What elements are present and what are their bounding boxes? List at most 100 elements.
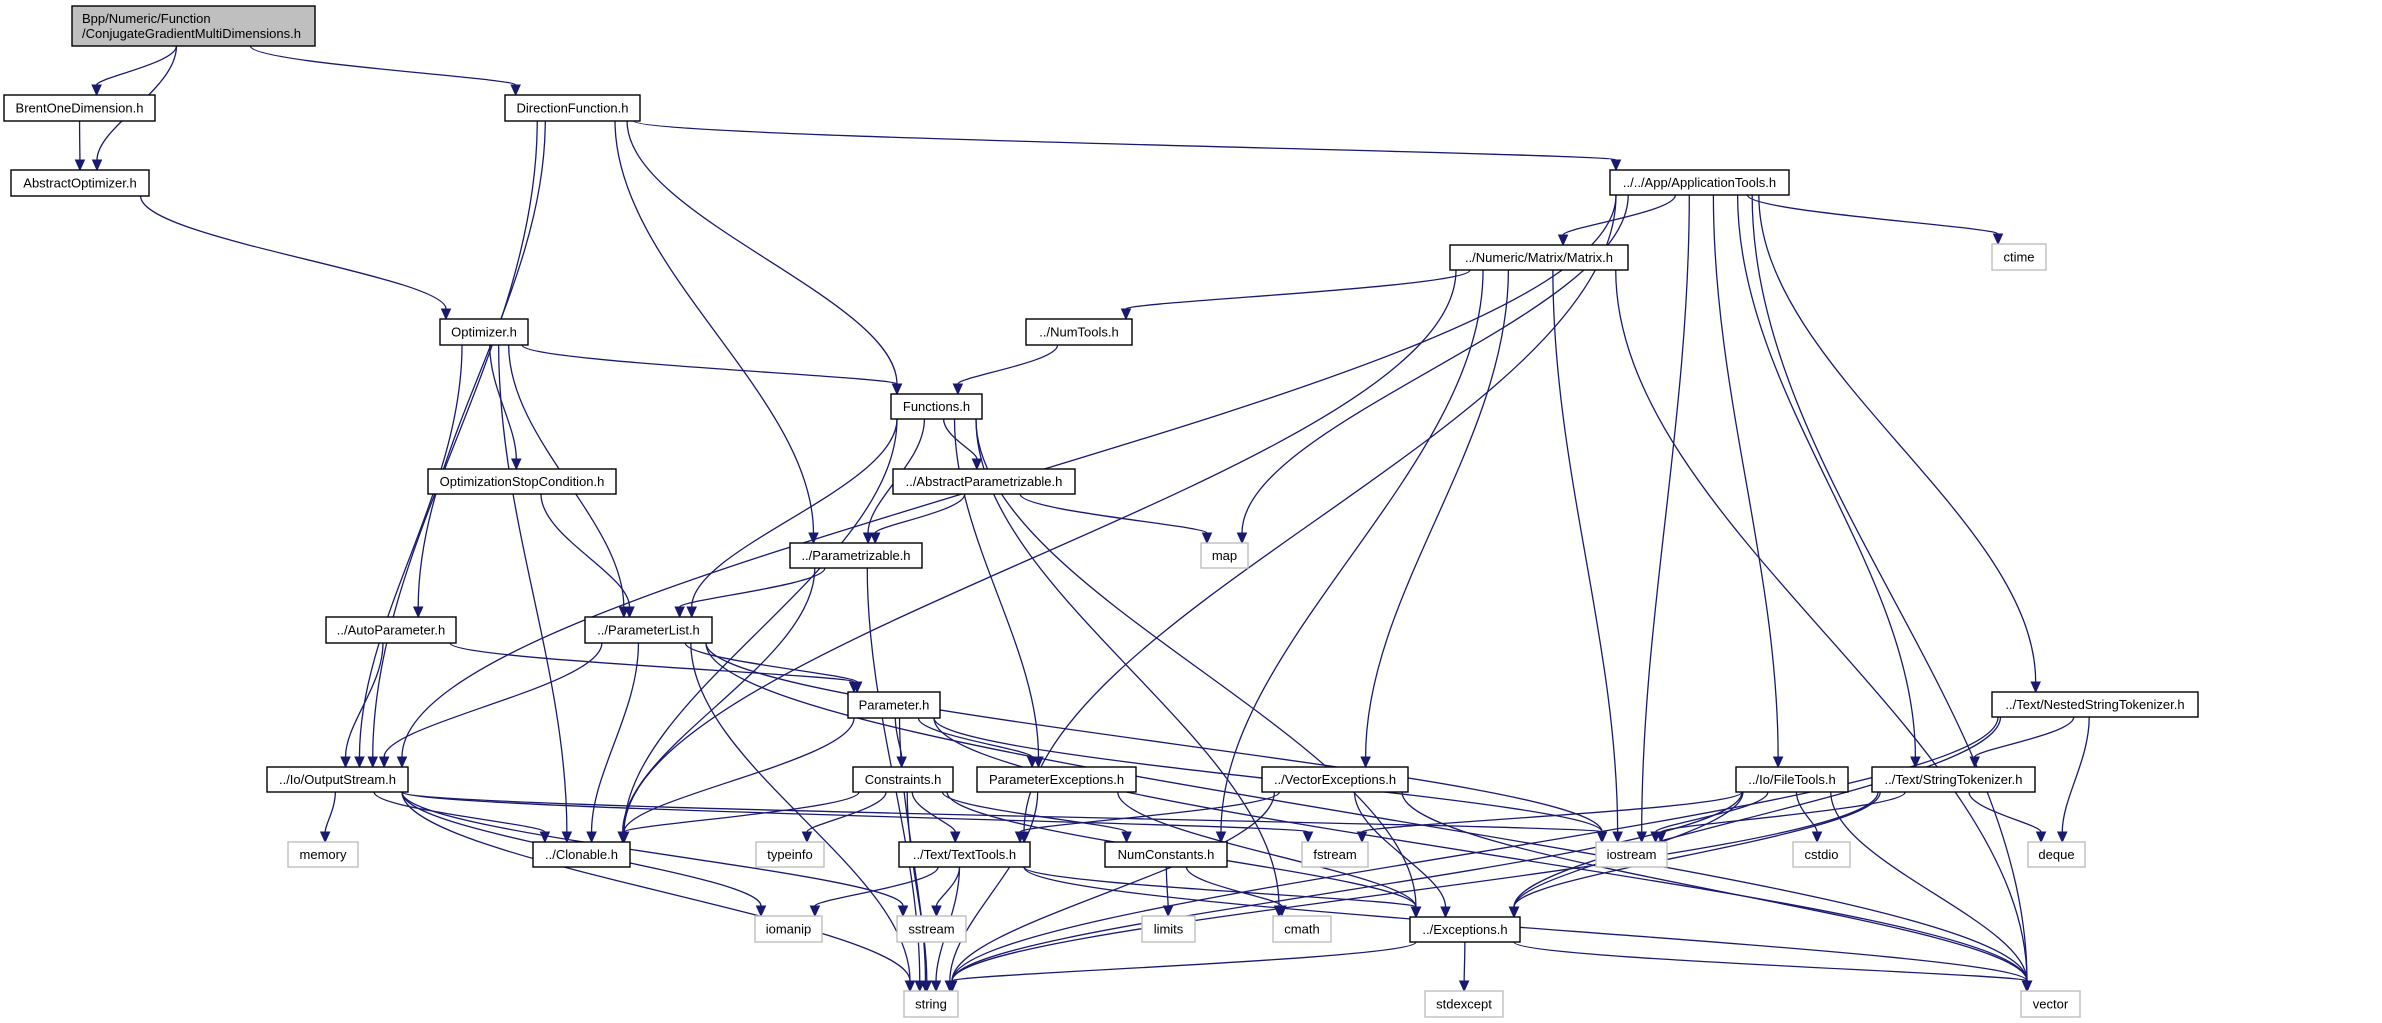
node-label: OptimizationStopCondition.h (440, 474, 605, 489)
node-cmath: cmath (1272, 915, 1332, 943)
edge-apptools-to-ctime (1746, 194, 2004, 246)
arrowhead-icon (686, 606, 697, 619)
node-label: Parameter.h (859, 698, 930, 713)
arrowhead-icon (1356, 831, 1368, 844)
node-memory: memory (287, 841, 359, 868)
node-filetools[interactable]: ../Io/FileTools.h (1735, 766, 1849, 793)
arrowhead-icon (1969, 756, 1980, 769)
node-parameter[interactable]: Parameter.h (847, 691, 941, 719)
node-typeinfo: typeinfo (755, 841, 825, 868)
edge-brent-to-absopt (74, 120, 86, 172)
node-vecexc[interactable]: ../VectorExceptions.h (1261, 766, 1409, 793)
node-box (2020, 990, 2081, 1018)
node-numtools[interactable]: ../NumTools.h (1025, 318, 1133, 346)
node-fstream: fstream (1301, 841, 1369, 868)
edge-outstream-to-sstream (401, 791, 909, 918)
node-outstream[interactable]: ../Io/OutputStream.h (266, 766, 409, 793)
edge-apptools-to-strtok (1736, 194, 1921, 769)
edge-outstream-to-fstream (401, 791, 1314, 844)
node-box (1272, 915, 1332, 943)
node-parametrizable[interactable]: ../Parametrizable.h (789, 542, 923, 569)
node-absopt[interactable]: AbstractOptimizer.h (10, 169, 150, 197)
edge-line (401, 791, 911, 982)
node-optstop[interactable]: OptimizationStopCondition.h (427, 468, 617, 495)
node-absparam[interactable]: ../AbstractParametrizable.h (892, 468, 1076, 495)
node-numconst[interactable]: NumConstants.h (1104, 841, 1228, 868)
node-label: Optimizer.h (451, 325, 517, 340)
arrowhead-icon (921, 980, 933, 993)
edge-exceptions-to-vector (1513, 941, 2033, 993)
edge-line (1562, 194, 1677, 236)
node-box (71, 5, 316, 47)
node-dirfunc[interactable]: DirectionFunction.h (504, 94, 641, 122)
node-root[interactable]: Bpp/Numeric/Function/ConjugateGradientMu… (71, 5, 316, 47)
node-functions[interactable]: Functions.h (890, 393, 983, 420)
arrowhead-icon (808, 532, 819, 545)
node-strtok[interactable]: ../Text/StringTokenizer.h (1871, 766, 2036, 793)
edge-line (626, 120, 898, 385)
node-clonable[interactable]: ../Clonable.h (532, 841, 631, 868)
node-label: fstream (1313, 847, 1356, 862)
edge-line (874, 493, 966, 534)
node-texttools[interactable]: ../Text/TextTools.h (898, 841, 1031, 868)
node-box (2027, 841, 2086, 868)
node-box (10, 169, 150, 197)
node-label: vector (2033, 997, 2069, 1012)
node-brent[interactable]: BrentOneDimension.h (3, 94, 156, 122)
node-label: Functions.h (903, 399, 970, 414)
edge-line (951, 941, 1417, 982)
node-constraints[interactable]: Constraints.h (852, 766, 954, 793)
node-label: DirectionFunction.h (517, 101, 629, 116)
node-apptools[interactable]: ../../App/ApplicationTools.h (1609, 169, 1790, 196)
arrowhead-icon (674, 606, 685, 619)
edge-nested-to-strtok (1969, 716, 2075, 769)
edge-line (705, 642, 2028, 982)
arrowhead-icon (396, 756, 408, 769)
node-label: /ConjugateGradientMultiDimensions.h (82, 26, 301, 41)
node-exceptions[interactable]: ../Exceptions.h (1409, 916, 1521, 943)
edge-filetools-to-cstdio (1795, 791, 1823, 844)
node-box (504, 94, 641, 122)
edge-line (951, 716, 1999, 982)
node-sstream: sstream (896, 915, 967, 943)
node-label: BrentOneDimension.h (16, 101, 144, 116)
node-vector: vector (2020, 990, 2081, 1018)
node-label: string (915, 997, 947, 1012)
edge-absparam-to-parametrizable (869, 493, 966, 545)
node-box (427, 468, 617, 495)
edge-line (949, 791, 1039, 982)
arrowhead-icon (1612, 831, 1623, 844)
node-nested[interactable]: ../Text/NestedStringTokenizer.h (1991, 691, 2199, 718)
edge-parametrizable-to-paramlist (674, 567, 826, 619)
edge-line (678, 567, 826, 608)
node-matrix[interactable]: ../Numeric/Matrix/Matrix.h (1449, 244, 1629, 271)
edge-line (344, 642, 384, 758)
edge-line (417, 120, 546, 608)
node-label: ../AbstractParametrizable.h (906, 474, 1063, 489)
edge-apptools-to-nested (1758, 194, 2041, 694)
edge-texttools-to-exceptions (1023, 866, 1422, 919)
arrowhead-icon (904, 980, 916, 993)
arrowhead-icon (1120, 308, 1132, 321)
node-box (1991, 243, 2047, 271)
arrowhead-icon (809, 905, 821, 918)
node-label: ../Clonable.h (545, 847, 618, 862)
node-box (1424, 990, 1504, 1018)
node-paramlist[interactable]: ../ParameterList.h (584, 616, 713, 644)
arrowhead-icon (91, 159, 103, 172)
node-deque: deque (2027, 841, 2086, 868)
node-paramexc[interactable]: ParameterExceptions.h (976, 766, 1137, 793)
edge-line (449, 642, 855, 683)
edge-numtools-to-functions (952, 344, 1059, 396)
arrowhead-icon (1236, 532, 1248, 545)
arrowhead-icon (74, 159, 86, 172)
arrowhead-icon (1508, 906, 1520, 919)
edge-constraints-to-typeinfo (801, 791, 887, 844)
node-label: memory (300, 847, 347, 862)
node-optimizer[interactable]: Optimizer.h (439, 318, 529, 346)
edge-line (911, 791, 956, 833)
edge-line (906, 791, 928, 982)
node-autoparam[interactable]: ../AutoParameter.h (325, 616, 457, 644)
edge-texttools-to-sstream (931, 866, 961, 918)
edge-optimizer-to-clonable (497, 344, 573, 844)
